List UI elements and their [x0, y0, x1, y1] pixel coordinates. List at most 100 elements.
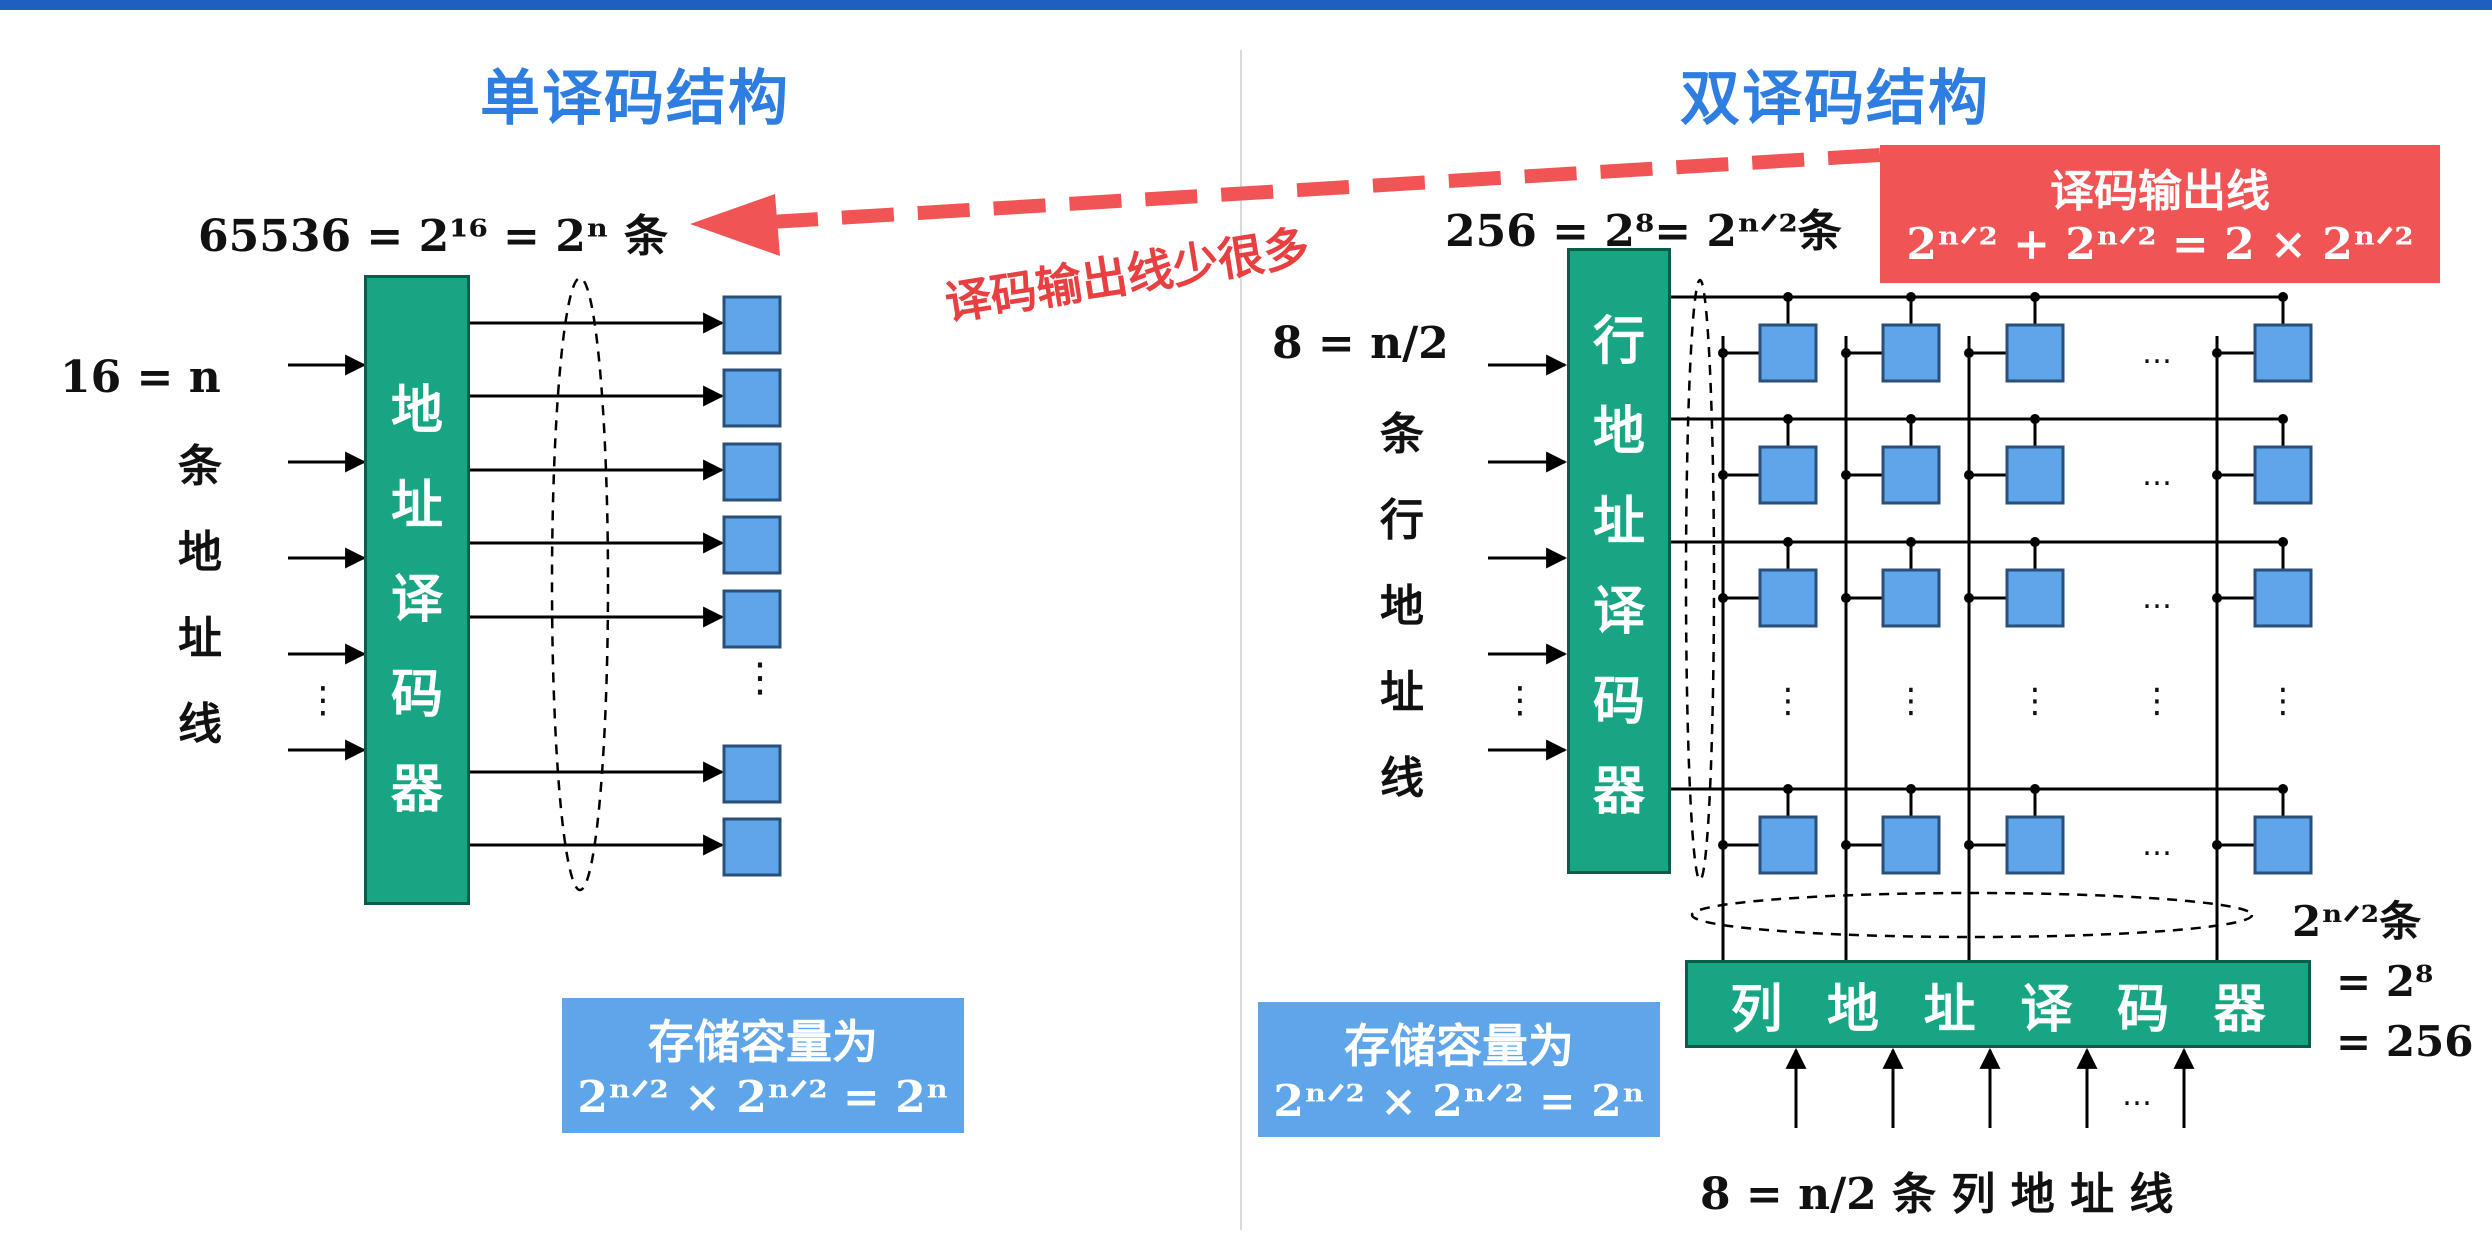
left-input-dots: ⋮: [305, 680, 341, 721]
junction-dot: [1841, 348, 1851, 358]
capacity-label: 存储容量为: [1344, 1019, 1574, 1073]
junction-dot: [2212, 840, 2222, 850]
junction-dot: [1841, 840, 1851, 850]
memory-cell: [722, 295, 782, 355]
decoder-char: 列: [1730, 979, 1783, 1040]
decoder-char: 译: [2020, 979, 2073, 1040]
memory-cell: [2253, 815, 2313, 875]
callout-arrowhead: [690, 194, 780, 256]
decoder-output-callout: 译码输出线 2ⁿᐟ² + 2ⁿᐟ² = 2 × 2ⁿᐟ²: [1880, 145, 2440, 283]
junction-dot: [2212, 470, 2222, 480]
memory-cell: [722, 442, 782, 502]
address-decoder: 地 址 译 码 器: [364, 275, 470, 905]
decoder-char: 译: [390, 570, 443, 631]
memory-cell: [722, 744, 782, 804]
junction-dot: [2278, 784, 2288, 794]
side-char: 址: [1380, 667, 1424, 718]
side-char: 线: [1380, 753, 1424, 804]
junction-dot: [2030, 784, 2040, 794]
junction-dot: [1906, 784, 1916, 794]
left-title: 单译码结构: [480, 64, 790, 134]
decoder-char: 器: [390, 760, 443, 821]
junction-dot: [1783, 784, 1793, 794]
memory-cell: [1758, 445, 1818, 505]
junction-dot: [2030, 414, 2040, 424]
more-columns-dots: …: [2142, 458, 2172, 493]
left-address-count: 16 = n: [60, 352, 221, 403]
junction-dot: [1964, 840, 1974, 850]
right-title: 双译码结构: [1680, 64, 1990, 134]
callout-label: 译码输出线: [2050, 166, 2270, 217]
junction-dot: [1906, 414, 1916, 424]
capacity-formula: 2ⁿᐟ² × 2ⁿᐟ² = 2ⁿ: [577, 1072, 949, 1123]
right-input-dots: ⋮: [1502, 680, 1538, 721]
side-char: 址: [178, 613, 222, 664]
more-rows-dots: ⋮: [1771, 681, 1805, 721]
column-address-decoder: 列 地 址 译 码 器: [1685, 960, 2311, 1048]
junction-dot: [1718, 840, 1728, 850]
junction-dot: [2212, 593, 2222, 603]
junction-dot: [2030, 292, 2040, 302]
junction-dot: [1783, 292, 1793, 302]
row-address-decoder: 行 地 址 译 码 器: [1567, 248, 1671, 874]
more-rows-dots: ⋮: [2018, 681, 2052, 721]
memory-cell: [2253, 445, 2313, 505]
decoder-char: 码: [390, 665, 443, 726]
side-char: 线: [178, 699, 222, 750]
decoder-char: 器: [2213, 979, 2266, 1040]
memory-cell: [722, 589, 782, 649]
junction-dot: [2278, 414, 2288, 424]
junction-dot: [2212, 348, 2222, 358]
memory-cell: [2005, 568, 2065, 628]
junction-dot: [1783, 414, 1793, 424]
memory-cell: [1881, 568, 1941, 628]
junction-dot: [1718, 348, 1728, 358]
row-address-count: 8 = n/2: [1272, 318, 1449, 369]
junction-dot: [1906, 292, 1916, 302]
memory-cell: [1881, 815, 1941, 875]
decoder-char: 地: [390, 380, 443, 441]
junction-dot: [1841, 593, 1851, 603]
memory-cell: [1758, 323, 1818, 383]
memory-cell: [1881, 323, 1941, 383]
side-char: 条: [1380, 409, 1424, 460]
more-rows-dots: ⋮: [2266, 681, 2300, 721]
more-columns-dots: …: [2142, 336, 2172, 371]
memory-cell: [1758, 815, 1818, 875]
memory-cell: [722, 368, 782, 428]
center-divider: [1240, 50, 1242, 1230]
right-capacity-box: 存储容量为 2ⁿᐟ² × 2ⁿᐟ² = 2ⁿ: [1258, 1002, 1660, 1137]
memory-cell: [2253, 323, 2313, 383]
junction-dot: [2030, 537, 2040, 547]
row-output-ellipse: [1684, 278, 1716, 882]
capacity-formula: 2ⁿᐟ² × 2ⁿᐟ² = 2ⁿ: [1273, 1076, 1645, 1127]
memory-cell: [722, 515, 782, 575]
side-char: 地: [178, 527, 222, 578]
left-output-count: 65536 = 2¹⁶ = 2ⁿ 条: [198, 211, 669, 262]
left-cells-dots: ⋮: [740, 655, 780, 701]
junction-dot: [1964, 470, 1974, 480]
more-rows-dots: ⋮: [2140, 681, 2174, 721]
more-columns-dots: …: [2142, 828, 2172, 863]
side-char: 条: [178, 441, 222, 492]
junction-dot: [1964, 348, 1974, 358]
junction-dot: [2278, 537, 2288, 547]
more-columns-dots: …: [2142, 581, 2172, 616]
junction-dot: [1841, 470, 1851, 480]
junction-dot: [1964, 593, 1974, 603]
decoder-char: 器: [1592, 761, 1645, 822]
memory-cell: [2005, 445, 2065, 505]
top-banner: [0, 0, 2492, 10]
decoder-char: 址: [1923, 979, 1976, 1040]
memory-cell: [2005, 815, 2065, 875]
decoder-char: 行: [1592, 311, 1645, 372]
decoder-char: 码: [2116, 979, 2169, 1040]
more-inputs-dots: …: [2122, 1078, 2152, 1113]
decoder-char: 地: [1592, 401, 1645, 462]
junction-dot: [1718, 593, 1728, 603]
memory-cell: [2253, 568, 2313, 628]
junction-dot: [1783, 537, 1793, 547]
left-side-label: 条 地 址 线: [178, 430, 238, 774]
decoder-char: 译: [1592, 581, 1645, 642]
